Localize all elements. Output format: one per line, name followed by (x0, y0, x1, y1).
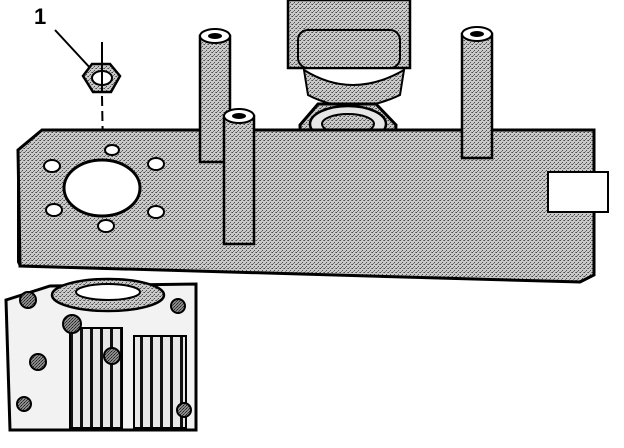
press-ram (286, 0, 412, 108)
callout-label-1: 1 (34, 4, 47, 29)
guide-pin-left-rear (198, 28, 232, 164)
callout-leader-line (54, 29, 93, 71)
plate-bolt-holes (43, 144, 165, 233)
guide-pin-left-front (222, 108, 256, 246)
gear-housing (4, 277, 198, 432)
guide-pin-right (460, 26, 494, 160)
hex-nut (81, 42, 122, 94)
